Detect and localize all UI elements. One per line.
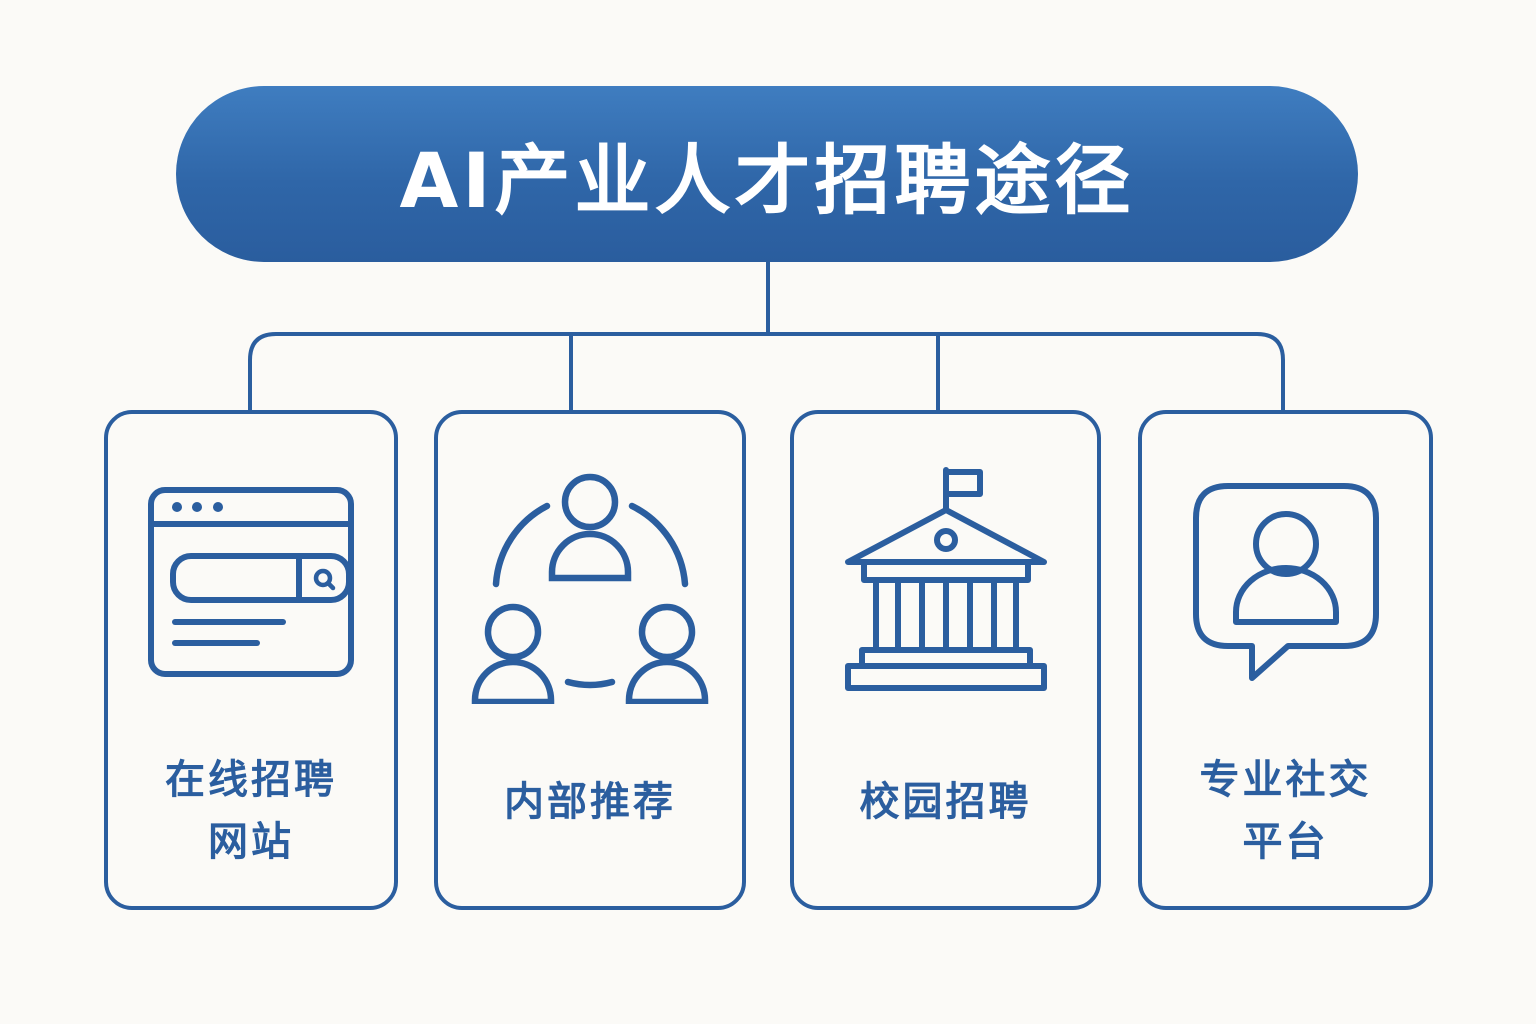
people-network-icon bbox=[438, 464, 742, 704]
label-line: 专业社交 bbox=[1199, 757, 1372, 803]
channel-label: 专业社交 平台 bbox=[1142, 749, 1429, 873]
label-line: 校园招聘 bbox=[859, 779, 1032, 825]
diagram-title: AI产业人才招聘途径 bbox=[399, 136, 1135, 225]
university-building-icon bbox=[794, 464, 1097, 704]
channel-card-professional-social-platform[interactable]: 专业社交 平台 bbox=[1138, 410, 1433, 910]
channel-label: 在线招聘 网站 bbox=[108, 749, 394, 873]
label-line: 平台 bbox=[1242, 819, 1329, 865]
label-line: 网站 bbox=[208, 819, 294, 865]
title-banner: AI产业人才招聘途径 bbox=[176, 86, 1358, 262]
channel-card-online-recruitment[interactable]: 在线招聘 网站 bbox=[104, 410, 398, 910]
label-line: 在线招聘 bbox=[165, 757, 337, 803]
branch-horizontal-line bbox=[248, 332, 1285, 410]
channel-card-campus-recruitment[interactable]: 校园招聘 bbox=[790, 410, 1101, 910]
browser-search-icon bbox=[108, 464, 394, 704]
channel-label: 内部推荐 bbox=[438, 771, 742, 833]
label-line: 内部推荐 bbox=[504, 779, 676, 825]
profile-chat-bubble-icon bbox=[1142, 464, 1429, 704]
channel-card-internal-referral[interactable]: 内部推荐 bbox=[434, 410, 746, 910]
channel-label: 校园招聘 bbox=[794, 771, 1097, 833]
